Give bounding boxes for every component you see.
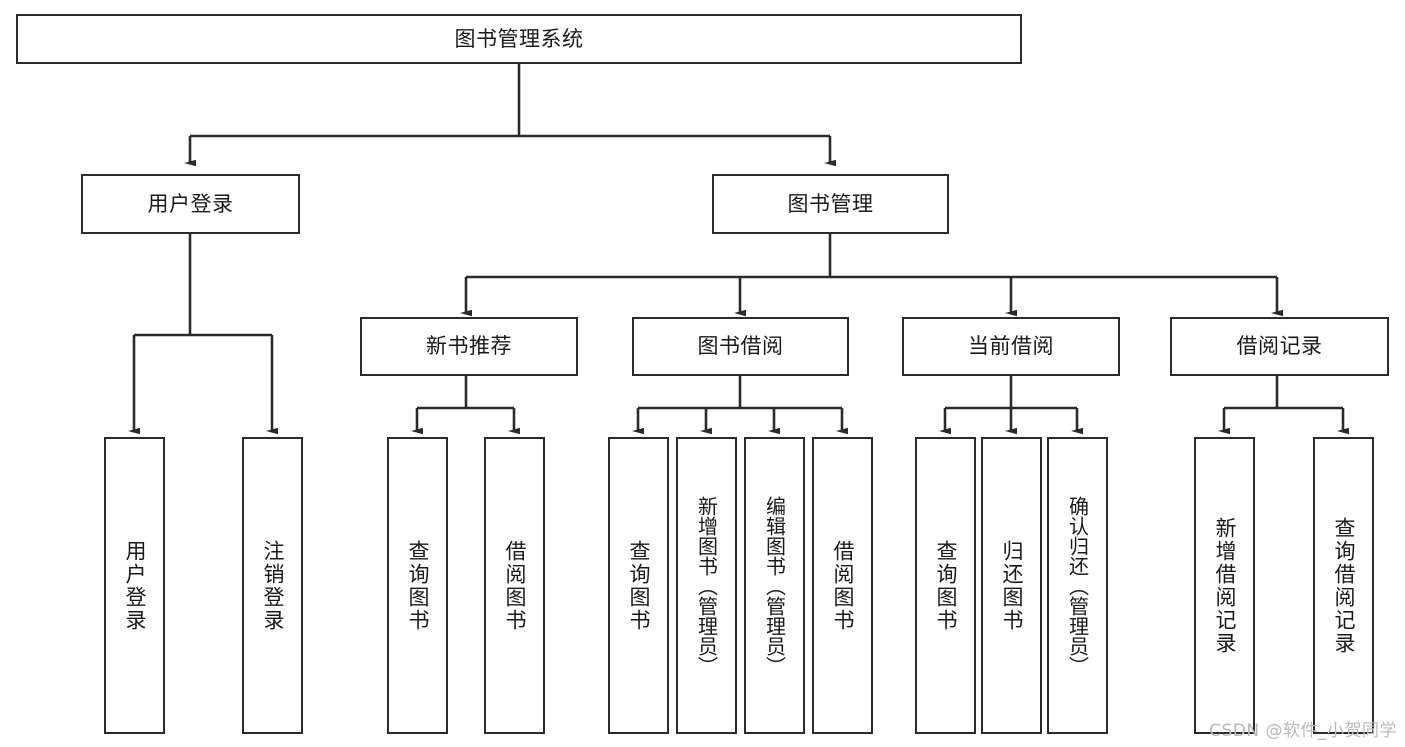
leaf-borrow-edit-book-admin[interactable]: 编辑图书（管理员） [744,437,805,734]
node-book-management[interactable]: 图书管理 [712,174,949,234]
leaf-records-add-record[interactable]: 新增借阅记录 [1194,437,1255,734]
node-label: 查询图书 [934,539,958,632]
leaf-user-login-signout[interactable]: 注销登录 [242,437,303,734]
node-label: 借阅图书 [831,539,855,632]
leaf-borrow-add-book-admin[interactable]: 新增图书（管理员） [676,437,737,734]
leaf-current-confirm-return-admin[interactable]: 确认归还（管理员） [1047,437,1108,734]
node-new-book-recommend[interactable]: 新书推荐 [360,317,578,376]
node-label: 查询图书 [406,539,430,632]
node-label: 编辑图书（管理员） [762,495,787,676]
node-label: 确认归还（管理员） [1065,495,1090,676]
leaf-user-login-signin[interactable]: 用户登录 [104,437,165,734]
leaf-records-query-record[interactable]: 查询借阅记录 [1313,437,1374,734]
leaf-current-query-book[interactable]: 查询图书 [915,437,976,734]
leaf-recommend-borrow-book[interactable]: 借阅图书 [484,437,545,734]
leaf-borrow-query-book[interactable]: 查询图书 [608,437,669,734]
node-label: 图书管理 [787,191,874,216]
node-label: 借阅记录 [1236,334,1323,359]
node-label: 用户登录 [123,539,147,632]
node-current-borrow[interactable]: 当前借阅 [902,317,1120,376]
node-label: 图书借阅 [697,334,784,359]
node-label: 图书管理系统 [454,26,584,51]
node-label: 归还图书 [1000,539,1024,632]
node-root-system[interactable]: 图书管理系统 [16,14,1022,64]
node-label: 注销登录 [261,539,285,632]
node-label: 新增图书（管理员） [694,495,719,676]
node-label: 查询借阅记录 [1332,516,1356,655]
leaf-current-return-book[interactable]: 归还图书 [981,437,1042,734]
leaf-borrow-borrow-book[interactable]: 借阅图书 [812,437,873,734]
node-label: 新书推荐 [426,334,512,359]
node-label: 当前借阅 [968,334,1054,359]
node-label: 借阅图书 [503,539,527,632]
node-label: 用户登录 [147,191,234,216]
node-borrow-records[interactable]: 借阅记录 [1170,317,1389,376]
node-label: 查询图书 [627,539,651,632]
node-book-borrow[interactable]: 图书借阅 [632,317,849,376]
node-user-login[interactable]: 用户登录 [81,174,300,234]
leaf-recommend-query-book[interactable]: 查询图书 [387,437,448,734]
node-label: 新增借阅记录 [1213,516,1237,655]
